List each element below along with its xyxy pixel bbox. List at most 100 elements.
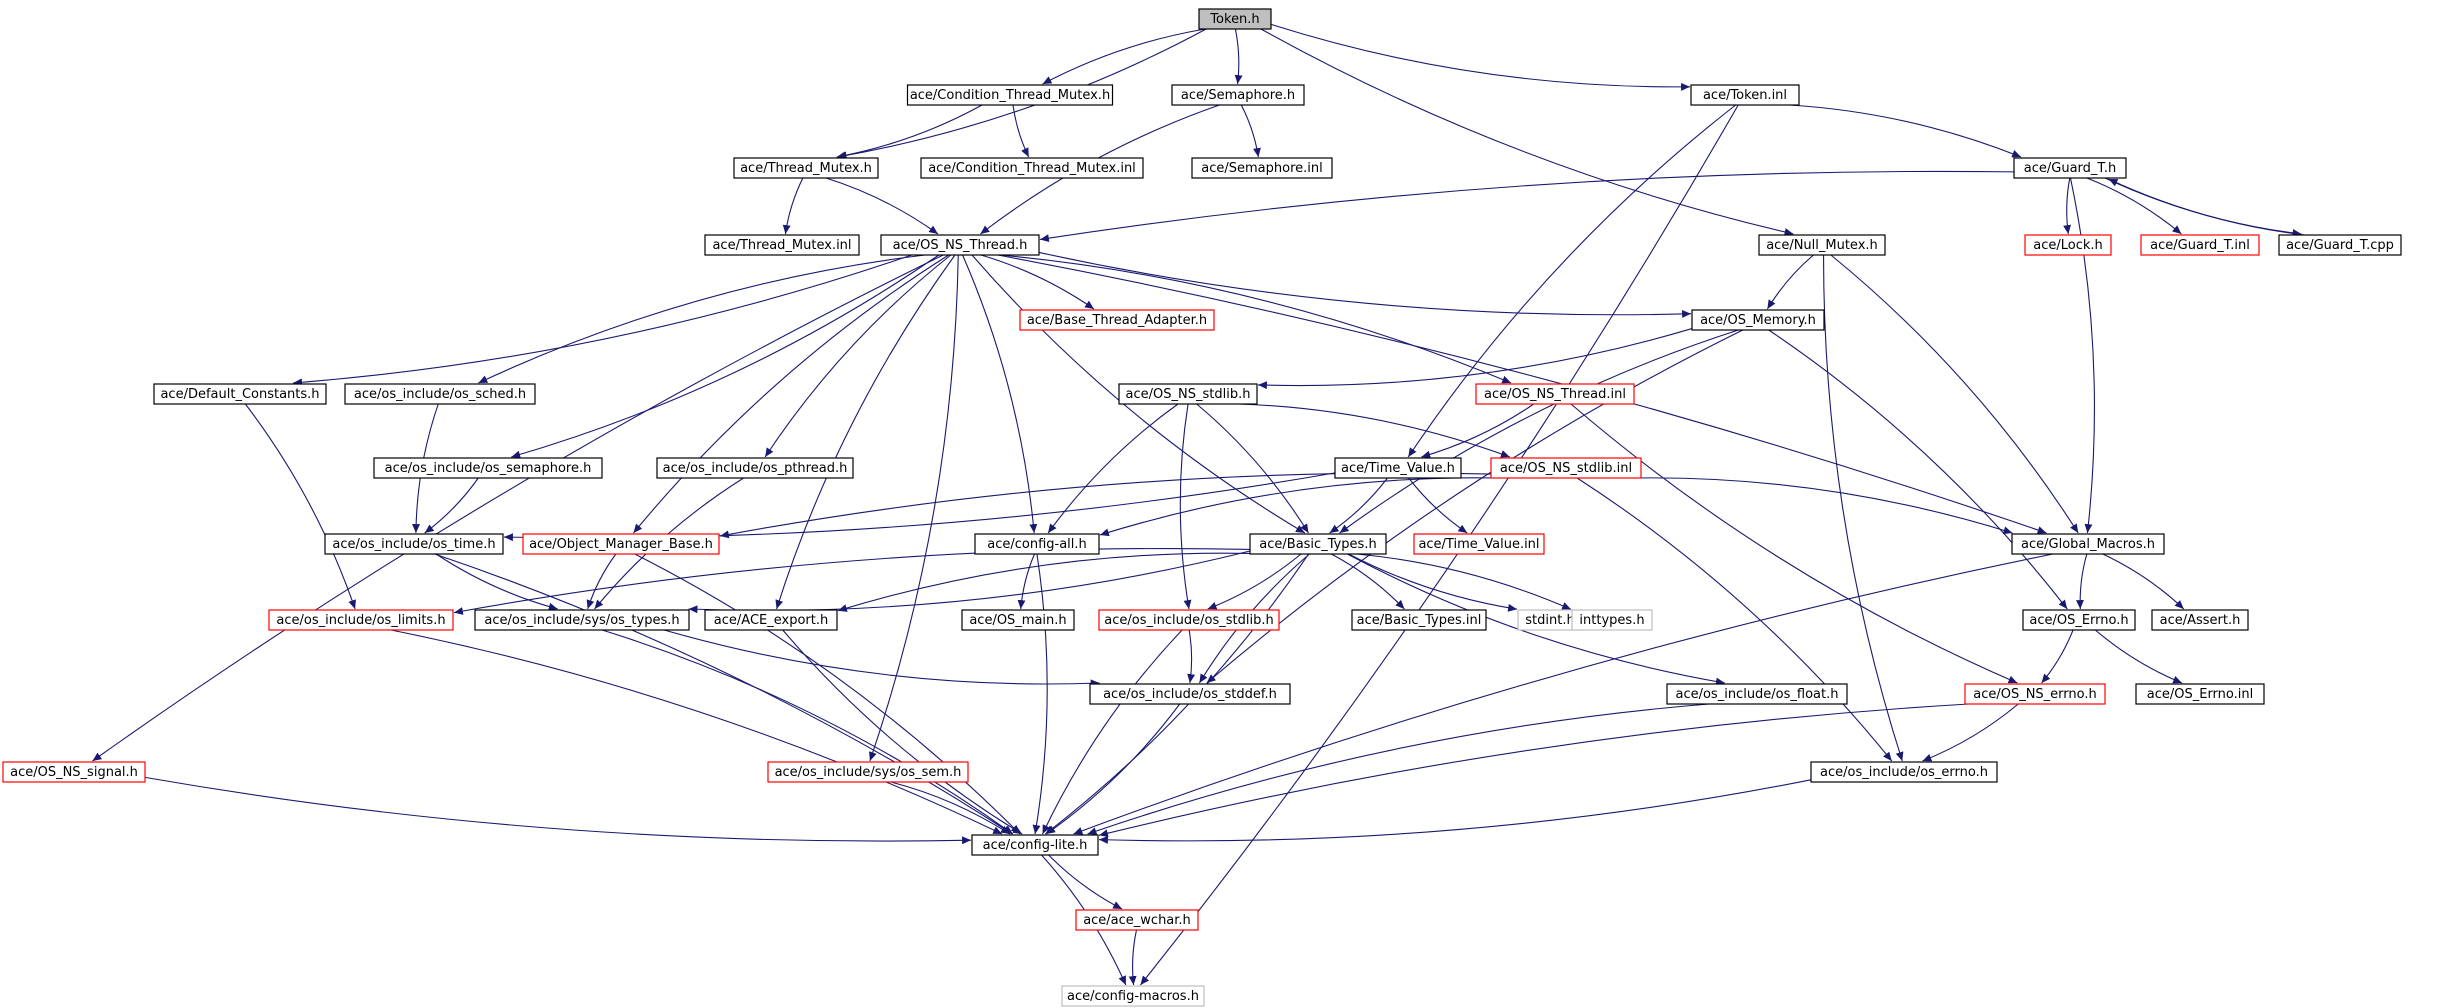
node-box (2024, 234, 2112, 256)
node-basic-types-inl[interactable]: ace/Basic_Types.inl (1351, 609, 1487, 631)
node-ace-wchar-h[interactable]: ace/ace_wchar.h (1075, 909, 1199, 931)
edge-guard_t_h-to-guard_t_cpp (2104, 177, 2302, 237)
node-box (1691, 309, 1825, 331)
node-os-sched-h[interactable]: ace/os_include/os_sched.h (344, 383, 536, 405)
edge-os_ns_thread_h-to-global_macros_h (997, 254, 2047, 534)
node-label: ace/OS_Memory.h (1700, 313, 1816, 328)
node-label: ace/Base_Thread_Adapter.h (1027, 313, 1207, 328)
node-guard-t-inl[interactable]: ace/Guard_T.inl (2140, 234, 2260, 256)
node-global-macros-h[interactable]: ace/Global_Macros.h (2011, 533, 2165, 555)
node-label: ace/Thread_Mutex.h (740, 161, 872, 176)
node-label: ace/os_include/os_limits.h (276, 613, 445, 628)
node-os-ns-stdlib-h[interactable]: ace/OS_NS_stdlib.h (1118, 383, 1258, 405)
edge-os_ns_thread_h-to-default_constants_h (293, 254, 912, 387)
edge-token_h-to-cond_mutex_h (1042, 28, 1206, 85)
edge-global_macros_h-to-os_errno_h (2075, 553, 2088, 610)
edge-os_ns_stdlib_h-to-basic_types_h (1196, 403, 1309, 534)
node-guard-t-cpp[interactable]: ace/Guard_T.cpp (2278, 234, 2402, 256)
node-label: ace/os_include/os_stddef.h (1103, 687, 1277, 702)
edge-guard_t_h-to-guard_t_inl (2086, 177, 2182, 235)
edge-os_ns_stdlib_inl-to-config_all_h (1099, 477, 1497, 537)
node-os-limits-h[interactable]: ace/os_include/os_limits.h (268, 609, 454, 631)
edge-object_manager_base_h-to-os_types_h (586, 553, 617, 610)
node-base-thread-adapter-h[interactable]: ace/Base_Thread_Adapter.h (1019, 309, 1215, 331)
node-label: ace/Guard_T.h (2024, 161, 2116, 176)
node-config-all-h[interactable]: ace/config-all.h (974, 533, 1100, 555)
edge-os_ns_thread_h-to-config_all_h (962, 254, 1038, 534)
node-box (704, 234, 860, 256)
edge-os_ns_thread_h-to-os_semaphore_h (511, 254, 940, 459)
edge-os_memory_h-to-basic_types_h (1339, 329, 1739, 534)
edge-os_ns_thread_h-to-os_pthread_h (764, 254, 952, 458)
node-token-inl[interactable]: ace/Token.inl (1690, 84, 1800, 106)
node-os-inc-errno-h[interactable]: ace/os_include/os_errno.h (1810, 761, 1998, 783)
node-lock-h[interactable]: ace/Lock.h (2024, 234, 2112, 256)
node-os-time-h[interactable]: ace/os_include/os_time.h (324, 533, 504, 555)
node-thread-mutex-inl[interactable]: ace/Thread_Mutex.inl (704, 234, 860, 256)
node-os-stddef-h[interactable]: ace/os_include/os_stddef.h (1089, 683, 1291, 705)
node-config-lite-h[interactable]: ace/config-lite.h (971, 834, 1099, 856)
node-box (1413, 533, 1545, 555)
node-os-stdlib-h[interactable]: ace/os_include/os_stdlib.h (1098, 609, 1280, 631)
node-config-macros-h[interactable]: ace/config-macros.h (1061, 985, 1205, 1007)
edge-basic_types_h-to-inttypes_h (1356, 553, 1572, 610)
edge-basic_types_h-to-basic_types_inl (1331, 553, 1405, 610)
node-os-ns-thread-inl[interactable]: ace/OS_NS_Thread.inl (1475, 383, 1635, 405)
node-label: ace/Assert.h (2160, 613, 2241, 628)
edge-os_ns_stdlib_inl-to-os_inc_errno_h (1576, 477, 1893, 762)
node-label: ace/Token.inl (1703, 88, 1787, 103)
node-os-float-h[interactable]: ace/os_include/os_float.h (1666, 683, 1848, 705)
node-label: ace/os_include/sys/os_sem.h (775, 765, 962, 780)
node-label: ace/Lock.h (2033, 238, 2103, 253)
node-ace-export-h[interactable]: ace/ACE_export.h (704, 609, 838, 631)
node-os-types-h[interactable]: ace/os_include/sys/os_types.h (474, 609, 690, 631)
edge-config_all_h-to-os_main_h (1017, 553, 1036, 610)
node-os-memory-h[interactable]: ace/OS_Memory.h (1691, 309, 1825, 331)
edge-thread_mutex_h-to-thread_mutex_inl (782, 177, 804, 235)
node-label: ace/os_include/os_float.h (1675, 687, 1838, 702)
node-os-main-h[interactable]: ace/OS_main.h (961, 609, 1075, 631)
node-basic-types-h[interactable]: ace/Basic_Types.h (1249, 533, 1387, 555)
node-label: ace/Time_Value.inl (1418, 537, 1539, 552)
edge-basic_types_h-to-os_limits_h (453, 547, 1251, 615)
node-semaphore-inl[interactable]: ace/Semaphore.inl (1191, 157, 1333, 179)
edge-cond_mutex_h-to-thread_mutex_h (836, 104, 983, 160)
node-label: ace/Default_Constants.h (160, 387, 319, 402)
node-os-ns-signal-h[interactable]: ace/OS_NS_signal.h (2, 761, 146, 783)
node-os-ns-errno-h[interactable]: ace/OS_NS_errno.h (1964, 683, 2106, 705)
node-os-ns-stdlib-inl[interactable]: ace/OS_NS_stdlib.inl (1490, 457, 1642, 479)
node-os-errno-inl[interactable]: ace/OS_Errno.inl (2135, 683, 2265, 705)
node-label: ace/OS_NS_stdlib.inl (1500, 461, 1632, 476)
node-os-errno-h[interactable]: ace/OS_Errno.h (2022, 609, 2136, 631)
node-thread-mutex-h[interactable]: ace/Thread_Mutex.h (733, 157, 879, 179)
node-null-mutex-h[interactable]: ace/Null_Mutex.h (1758, 234, 1886, 256)
node-cond-mutex-h[interactable]: ace/Condition_Thread_Mutex.h (906, 84, 1114, 106)
node-object-manager-base-h[interactable]: ace/Object_Manager_Base.h (522, 533, 720, 555)
node-os-sem-h[interactable]: ace/os_include/sys/os_sem.h (767, 761, 969, 783)
node-time-value-inl[interactable]: ace/Time_Value.inl (1413, 533, 1545, 555)
node-token-h[interactable]: Token.h (1198, 8, 1272, 30)
edge-token_h-to-null_mutex_h (1260, 28, 1794, 236)
node-label: ace/Semaphore.h (1181, 88, 1295, 103)
node-box (1964, 683, 2106, 705)
node-assert-h[interactable]: ace/Assert.h (2151, 609, 2249, 631)
node-inttypes-h[interactable]: inttypes.h (1571, 609, 1653, 631)
node-os-pthread-h[interactable]: ace/os_include/os_pthread.h (656, 457, 854, 479)
edge-guard_t_cpp-to-guard_t_h (2108, 178, 2306, 236)
node-box (1191, 157, 1333, 179)
node-os-ns-thread-h[interactable]: ace/OS_NS_Thread.h (880, 234, 1040, 256)
node-box (268, 609, 454, 631)
edge-token_h-to-token_inl (1270, 23, 1691, 91)
node-label: ace/Guard_T.inl (2150, 238, 2250, 253)
node-semaphore-h[interactable]: ace/Semaphore.h (1171, 84, 1305, 106)
node-guard-t-h[interactable]: ace/Guard_T.h (2013, 157, 2127, 179)
edge-os_ns_thread_h-to-object_manager_base_h (633, 254, 949, 534)
edge-time_value_h-to-os_time_h (503, 472, 1336, 542)
node-cond-mutex-inl[interactable]: ace/Condition_Thread_Mutex.inl (920, 157, 1144, 179)
node-box (324, 533, 504, 555)
node-default-constants-h[interactable]: ace/Default_Constants.h (153, 383, 327, 405)
node-time-value-h[interactable]: ace/Time_Value.h (1334, 457, 1462, 479)
edge-token_h-to-thread_mutex_h (837, 28, 1207, 160)
node-os-semaphore-h[interactable]: ace/os_include/os_semaphore.h (373, 457, 603, 479)
node-box (474, 609, 690, 631)
